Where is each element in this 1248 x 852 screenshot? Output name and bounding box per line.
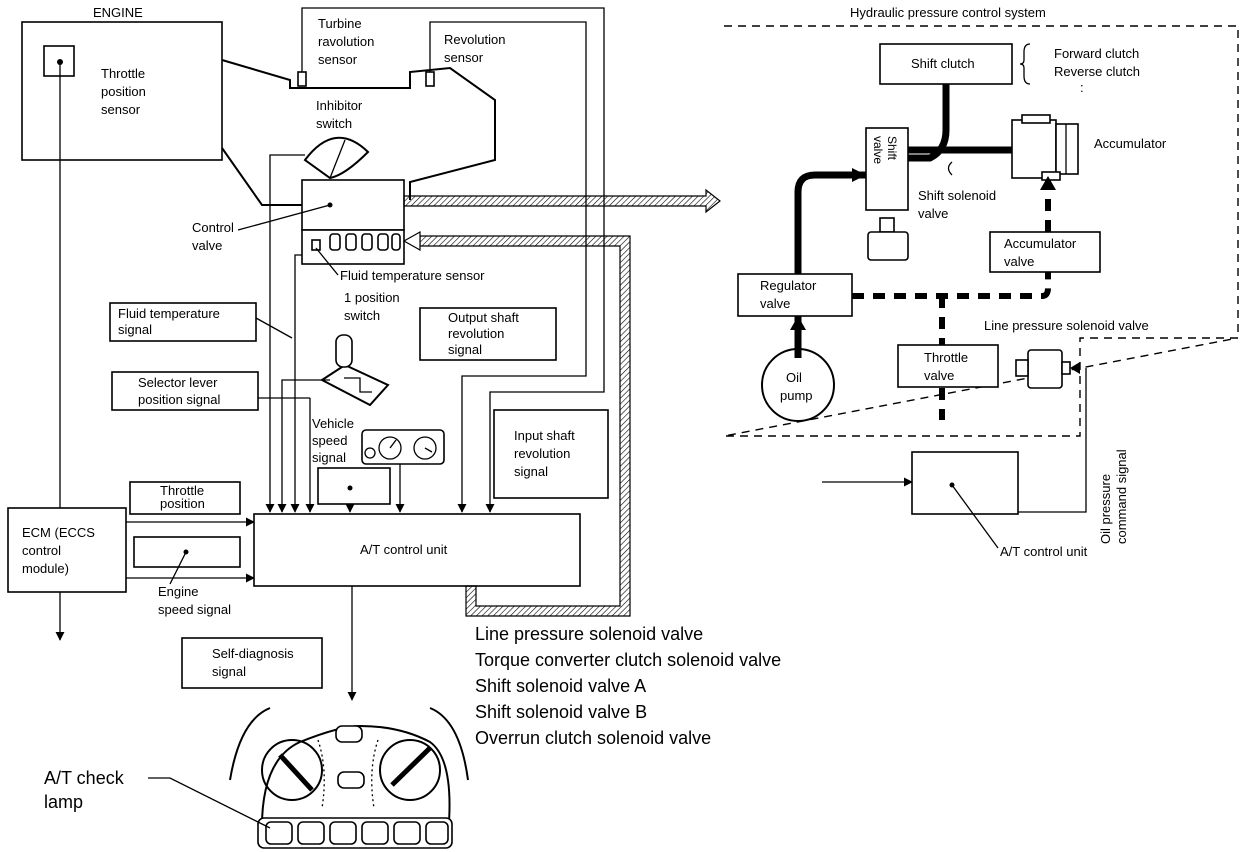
output-shaft-signal-box — [419, 307, 557, 361]
accumulator-label: Accumulator — [1094, 136, 1167, 151]
throttle-position-sensor-label: Throttle position sensor — [101, 66, 149, 117]
accumulator-icon — [1011, 114, 1079, 181]
selector-lever-signal-box — [111, 371, 259, 411]
at-control-unit-small-label: A/T control unit — [1000, 544, 1088, 559]
fluid-temperature-signal-box — [109, 302, 257, 342]
shift-solenoid-icon — [867, 231, 909, 261]
throttle-position-box — [129, 481, 241, 515]
solenoid-command-path — [402, 230, 631, 617]
revolution-sensor-icon — [425, 71, 435, 87]
hydraulic-system-boundary — [723, 25, 1239, 437]
at-control-unit-small-box — [911, 451, 1019, 515]
inhibitor-switch-label: Inhibitor switch — [316, 98, 366, 131]
accumulator-valve-label: Accumulator valve — [1004, 236, 1080, 269]
engine-label: ENGINE — [93, 5, 143, 20]
control-valve-label: Control valve — [192, 220, 238, 253]
vehicle-speed-sensor-box — [317, 467, 391, 505]
line-pressure-solenoid-label: Line pressure solenoid valve — [984, 318, 1149, 333]
hydraulic-system-label: Hydraulic pressure control system — [850, 5, 1046, 20]
throttle-valve-label: Throttle valve — [924, 350, 972, 383]
self-diagnosis-signal-label: Self-diagnosis signal — [212, 646, 297, 679]
input-shaft-signal-label: Input shaft revolution signal — [514, 428, 578, 479]
regulator-dash-line — [852, 270, 1051, 299]
turbine-sensor-icon — [297, 71, 307, 87]
engine-speed-signal-label: Engine speed signal — [158, 584, 231, 617]
one-position-switch-label: 1 position switch — [344, 290, 403, 323]
solenoid-valve-list: Line pressure solenoid valve Torque conv… — [475, 624, 786, 748]
inhibitor-switch-icon — [303, 136, 370, 180]
speedometer-gauge-icon — [361, 429, 445, 465]
pump-to-shift-line — [794, 171, 866, 280]
hydraulic-link-arrow — [403, 188, 721, 214]
output-shaft-signal-label: Output shaft revolution signal — [448, 310, 522, 357]
regulator-valve-label: Regulator valve — [760, 278, 820, 311]
oil-pump-icon — [761, 348, 835, 422]
oil-pressure-command-label: Oil pressure command signal — [1098, 449, 1129, 544]
selector-lever-icon — [320, 334, 390, 407]
shift-valve-label: Shift valve — [871, 136, 899, 164]
regulator-valve-box — [737, 273, 853, 317]
oil-pump-label: Oil pump — [780, 370, 813, 403]
shift-valve-box — [865, 127, 909, 211]
shift-solenoid-valve-label: Shift solenoid valve — [918, 188, 1000, 221]
vehicle-speed-signal-label: Vehicle speed signal — [312, 416, 358, 465]
fluid-temp-sensor-label: Fluid temperature sensor — [340, 268, 485, 283]
shift-clutch-label: Shift clutch — [911, 56, 975, 71]
accumulator-valve-box — [989, 231, 1101, 273]
clutches-label: Forward clutch Reverse clutch : — [1054, 46, 1144, 95]
throttle-position-label: Throttle position — [160, 483, 208, 511]
line-pressure-solenoid-icon — [1015, 349, 1071, 389]
input-shaft-signal-box — [493, 409, 609, 499]
control-valve-body — [301, 179, 405, 231]
fluid-temperature-signal-label: Fluid temperature signal — [118, 306, 224, 337]
throttle-valve-box — [897, 344, 999, 388]
turbine-sensor-label: Turbine ravolution sensor — [318, 16, 378, 67]
at-control-unit-box — [253, 513, 581, 587]
at-check-lamp-label: A/T check lamp — [44, 768, 129, 812]
ecm-label: ECM (ECCS control module) — [22, 525, 99, 576]
revolution-sensor-label: Revolution sensor — [444, 32, 509, 65]
at-control-unit-label: A/T control unit — [360, 542, 448, 557]
instrument-cluster-icon — [229, 707, 469, 849]
selector-lever-signal-label: Selector lever position signal — [138, 375, 221, 407]
ecm-box — [7, 507, 127, 593]
self-diagnosis-signal-box — [181, 637, 323, 689]
engine-block: ENGINE Throttle position sensor — [21, 5, 223, 161]
